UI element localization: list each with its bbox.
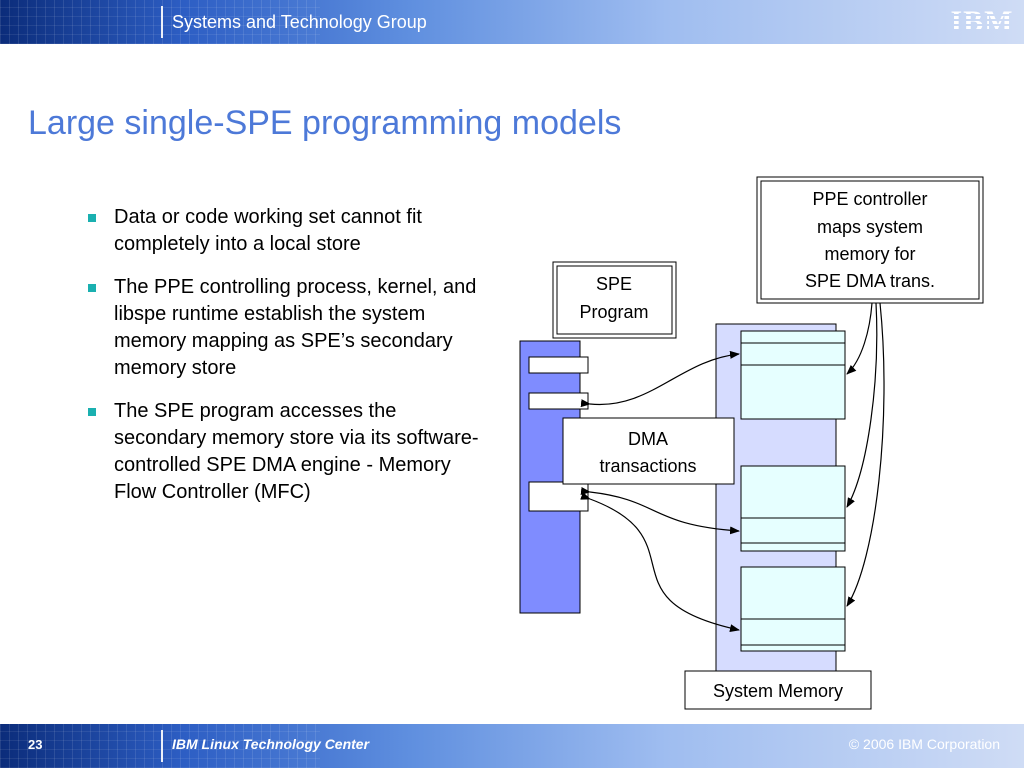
ppe-controller-box: PPE controller maps system memory for SP… <box>756 176 984 304</box>
dma-arrow-1 <box>580 350 740 408</box>
dma-arrow-3 <box>580 492 740 633</box>
bullet-text-2: The PPE controlling process, kernel, and… <box>114 276 477 379</box>
spe-program-label-line1: SPE <box>596 274 632 294</box>
dma-label-line1: DMA <box>628 429 668 449</box>
ppe-controller-line3: memory for <box>824 244 915 264</box>
spe-program-box: SPE Program <box>552 261 677 339</box>
bullet-list: Data or code working set cannot fit comp… <box>88 204 490 522</box>
footer-center-text: IBM Linux Technology Center <box>172 736 370 752</box>
bullet-square-icon <box>88 408 96 416</box>
local-store-buffer-1 <box>528 356 589 374</box>
header-texture <box>0 0 320 44</box>
footer-texture <box>0 724 320 768</box>
bullet-square-icon <box>88 284 96 292</box>
footer-divider <box>161 730 163 762</box>
memory-block-1 <box>740 330 846 420</box>
dma-label-line2: transactions <box>599 456 696 476</box>
ppe-controller-line4: SPE DMA trans. <box>805 271 935 291</box>
ppe-controller-line2: maps system <box>817 217 923 237</box>
page-number: 23 <box>28 737 43 752</box>
mapping-arrow-3 <box>846 302 885 607</box>
local-store-buffer-2 <box>528 392 589 410</box>
ibm-logo: IBM <box>948 6 1016 38</box>
bullet-square-icon <box>88 214 96 222</box>
bullet-item-1: Data or code working set cannot fit comp… <box>88 204 490 258</box>
bullet-item-2: The PPE controlling process, kernel, and… <box>88 274 490 382</box>
slide-title: Large single-SPE programming models <box>28 104 622 142</box>
memory-block-3 <box>740 566 846 652</box>
local-store-buffer-3 <box>528 481 589 512</box>
footer-bar: 23 IBM Linux Technology Center © 2006 IB… <box>0 724 1024 768</box>
system-memory-label: System Memory <box>713 681 843 701</box>
mapping-arrow-2 <box>846 302 878 508</box>
copyright-text: © 2006 IBM Corporation <box>848 736 1000 752</box>
system-memory-label-box: System Memory <box>684 670 872 710</box>
dma-transactions-box: DMA transactions <box>562 417 735 485</box>
memory-block-2 <box>740 465 846 552</box>
ppe-controller-line1: PPE controller <box>812 189 927 209</box>
header-bar: Systems and Technology Group IBM <box>0 0 1024 44</box>
mapping-arrow-1 <box>846 302 873 375</box>
bullet-item-3: The SPE program accesses the secondary m… <box>88 398 490 506</box>
spe-program-label-line2: Program <box>579 302 648 322</box>
header-title: Systems and Technology Group <box>172 12 427 32</box>
header-divider <box>161 6 163 38</box>
bullet-text-3: The SPE program accesses the secondary m… <box>114 400 479 503</box>
bullet-text-1: Data or code working set cannot fit comp… <box>114 206 422 255</box>
